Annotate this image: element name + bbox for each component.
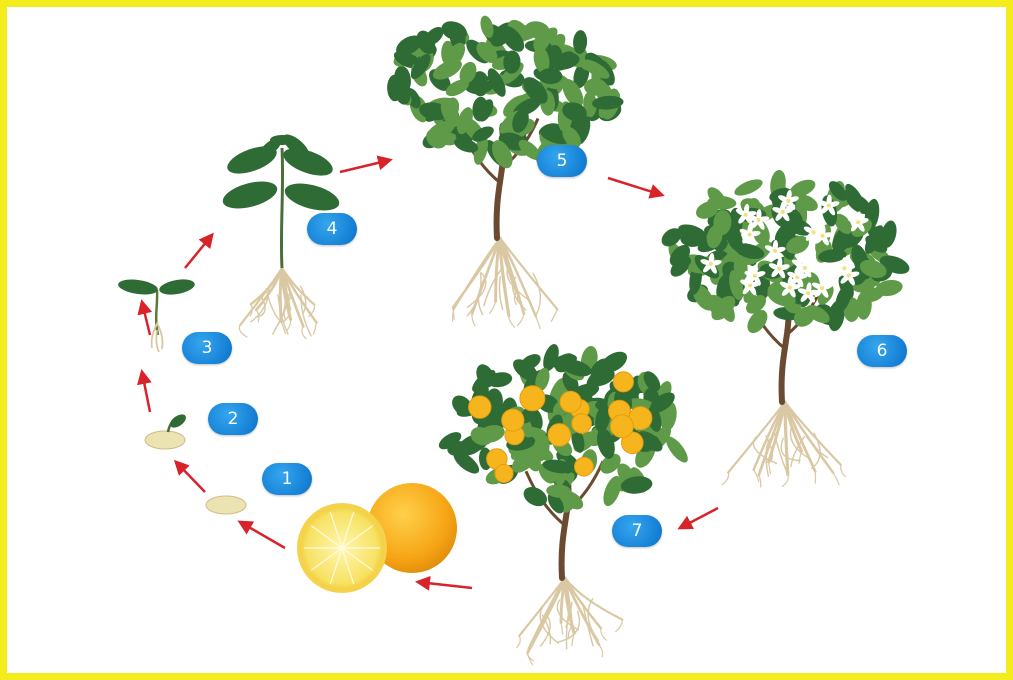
cycle-arrow [340, 160, 390, 172]
stage-badge-2: 2 [208, 403, 258, 435]
seed [145, 431, 185, 449]
flower-center [788, 286, 792, 290]
stage-badge-3: 3 [182, 332, 232, 364]
stage-badge-1: 1 [262, 463, 312, 495]
flower-center [773, 249, 777, 253]
cotyledon-leaf [117, 277, 159, 296]
roots [452, 238, 557, 328]
leaf [270, 135, 294, 145]
sprout-leaf [168, 412, 188, 431]
flower-center [803, 266, 807, 270]
flower-center [781, 210, 785, 214]
stage-badge-5: 5 [537, 145, 587, 177]
fruit [610, 415, 633, 438]
flower-center [709, 262, 713, 266]
canopy [658, 169, 912, 337]
fruit [575, 457, 594, 476]
fruit [560, 391, 581, 412]
flower-center [827, 204, 831, 208]
cotyledon-leaf [158, 277, 196, 297]
flower-center [842, 266, 846, 270]
flower-center [756, 218, 760, 222]
fruit [495, 464, 513, 482]
flower-center [786, 199, 790, 203]
roots [722, 402, 845, 487]
cycle-arrow [608, 178, 662, 195]
cycle-arrow [142, 302, 150, 335]
fruit [572, 414, 592, 434]
fruit [502, 409, 524, 431]
flower-center [820, 286, 824, 290]
cycle-arrow [418, 582, 472, 588]
flower-center [812, 230, 816, 234]
cycle-arrow [176, 462, 205, 492]
stage-germinating-seed [145, 412, 188, 449]
fruit [548, 424, 570, 446]
stage-mature-tree [387, 14, 625, 328]
leaf [280, 143, 336, 181]
flower-center [821, 234, 825, 238]
canopy [387, 14, 625, 171]
stage-seed [206, 496, 246, 514]
stage-badge-4: 4 [307, 213, 357, 245]
cycle-arrow [680, 508, 718, 528]
leaf [662, 433, 691, 466]
citrus-fruit [297, 483, 457, 593]
roots [239, 268, 316, 339]
cycle-arrow [185, 235, 212, 268]
cycle-arrow [142, 372, 150, 412]
flower-center [806, 291, 810, 295]
roots [517, 578, 623, 665]
fruit [613, 372, 633, 392]
flower-center [856, 220, 860, 224]
stem [156, 290, 158, 335]
stage-fruiting-tree [436, 342, 692, 665]
stage-flowering-tree [658, 169, 912, 487]
leaf [282, 178, 342, 215]
flower-center [777, 267, 781, 271]
cycle-arrow [240, 522, 285, 548]
flower-center [753, 274, 757, 278]
stem [281, 148, 282, 268]
seed [206, 496, 246, 514]
leaf [220, 176, 280, 213]
flower-center [847, 274, 851, 278]
stage-badge-7: 7 [612, 515, 662, 547]
fruit [520, 386, 545, 411]
leaf [732, 176, 765, 199]
stage-badge-6: 6 [857, 335, 907, 367]
flower-center [744, 213, 748, 217]
fruit [469, 396, 491, 418]
flower-center [748, 232, 752, 236]
